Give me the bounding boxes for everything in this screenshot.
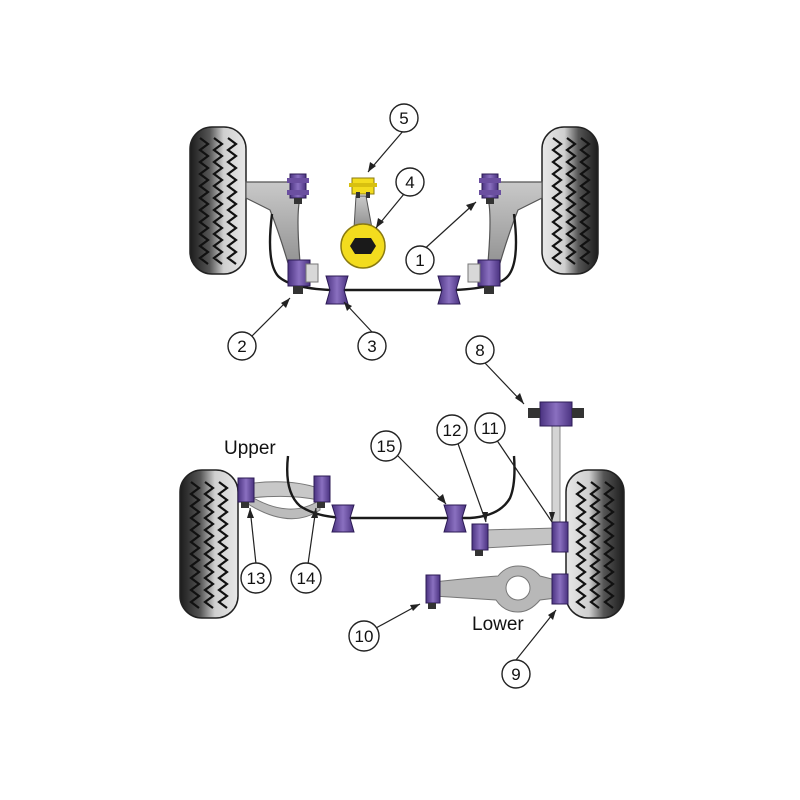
callout-12: 12 (436, 414, 468, 446)
bush-icon (437, 275, 461, 305)
callout-number: 4 (405, 173, 414, 192)
bush-icon (479, 173, 501, 204)
control-arm-icon (483, 527, 557, 549)
bush-icon (287, 259, 319, 294)
bush-icon (551, 573, 569, 605)
leader-arrowheads (247, 162, 556, 620)
callout-11: 11 (474, 412, 506, 444)
bush-icon (331, 504, 355, 533)
upper-label: Upper (224, 438, 276, 459)
lower-label: Lower (472, 614, 524, 635)
callout-5: 5 (389, 103, 419, 133)
bush-icon (443, 504, 467, 533)
tyre-icon (189, 126, 247, 275)
bush-icon (551, 521, 569, 553)
tyre-icon (541, 126, 599, 275)
callout-number: 12 (443, 421, 462, 440)
bush-icon (528, 401, 584, 427)
callout-15: 15 (370, 430, 402, 462)
callout-2: 2 (227, 331, 257, 361)
callout-4: 4 (395, 167, 425, 197)
control-arm-icon (551, 423, 561, 525)
callout-number: 8 (475, 341, 484, 360)
bush-icon (287, 173, 309, 204)
callout-13: 13 (240, 562, 272, 594)
callout-8: 8 (465, 335, 495, 365)
callout-number: 15 (377, 437, 396, 456)
tyre-icon (179, 469, 239, 619)
callout-number: 9 (511, 665, 520, 684)
callout-3: 3 (357, 331, 387, 361)
callout-number: 10 (355, 627, 374, 646)
callout-14: 14 (290, 562, 322, 594)
tyre-icon (565, 469, 625, 619)
rear-assembly (179, 401, 625, 619)
bush-icon (467, 259, 501, 294)
anti-roll-bar-icon (286, 455, 516, 520)
callout-number: 11 (481, 419, 499, 438)
callout-1: 1 (405, 245, 435, 275)
anti-roll-bar-icon (268, 213, 518, 292)
callout-number: 1 (415, 251, 424, 270)
bush-icon (237, 477, 255, 508)
bush-icon (471, 523, 489, 556)
front-assembly (189, 126, 599, 305)
callout-10: 10 (348, 620, 380, 652)
bush-icon (425, 574, 441, 609)
callout-number: 14 (297, 569, 316, 588)
callout-number: 3 (367, 337, 376, 356)
callout-9: 9 (501, 659, 531, 689)
control-arm-icon (433, 565, 557, 613)
control-arm-icon (245, 481, 321, 520)
callout-number: 2 (237, 337, 246, 356)
callout-number: 5 (399, 109, 408, 128)
engine-mount-icon (340, 177, 386, 269)
bush-icon (313, 475, 331, 508)
callout-number: 13 (247, 569, 266, 588)
